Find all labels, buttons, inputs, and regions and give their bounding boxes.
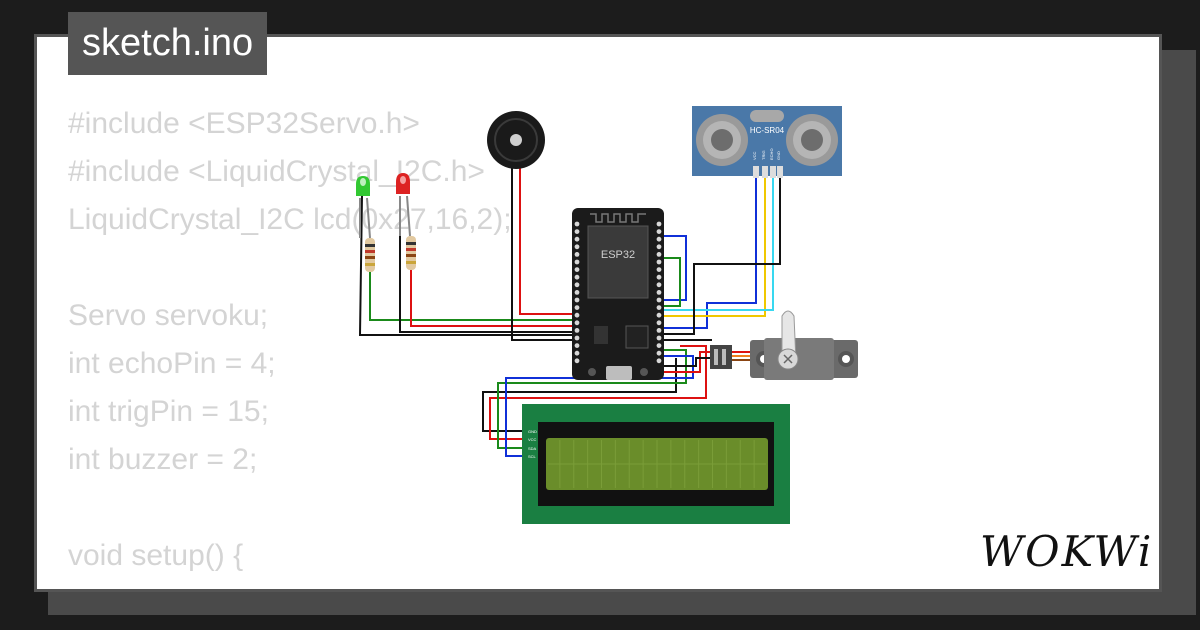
resistor-2[interactable]: [406, 236, 416, 270]
esp32-pin: [574, 350, 580, 356]
esp32-pin: [656, 259, 662, 265]
code-line: #include <ESP32Servo.h>: [68, 107, 420, 140]
lcd-display[interactable]: GND VCC SDA SCL: [522, 404, 790, 524]
esp32-pin: [574, 343, 580, 348]
esp32-board[interactable]: ESP32: [572, 208, 664, 380]
code-line: #include <LiquidCrystal_I2C.h>: [68, 155, 485, 188]
servo-wires: [662, 339, 712, 373]
sensor-pin-label: TRIG: [761, 150, 766, 160]
esp32-pin: [574, 297, 580, 303]
code-line: Servo servoku;: [68, 299, 269, 332]
code-preview: #include <ESP32Servo.h> #include <Liquid…: [68, 100, 512, 580]
esp32-pin: [656, 229, 662, 235]
esp32-pin: [656, 335, 662, 341]
esp32-pin: [656, 320, 662, 326]
esp32-pin: [656, 305, 662, 310]
esp32-pin: [574, 335, 580, 341]
esp32-pin: [574, 358, 580, 364]
esp32-pin: [656, 274, 662, 280]
hc-sr04-sensor[interactable]: HC-SR04 VCC TRIG ECHO GND: [692, 106, 842, 178]
code-line: int echoPin = 4;: [68, 347, 276, 380]
lcd-pin-label: SCL: [528, 454, 537, 459]
buzzer[interactable]: [487, 111, 545, 169]
esp32-pin: [574, 320, 580, 326]
code-line: LiquidCrystal_I2C lcd(0x27,16,2);: [68, 203, 512, 236]
esp32-pin: [574, 244, 580, 250]
brand-text: WOKWi: [980, 527, 1152, 576]
esp32-pin: [656, 267, 662, 272]
esp32-pin: [656, 236, 662, 242]
esp32-pin-headers: [574, 221, 662, 364]
esp32-pin: [656, 350, 662, 356]
esp32-pin: [656, 328, 662, 333]
resistor-1[interactable]: [365, 238, 375, 272]
esp32-pin: [574, 312, 580, 318]
esp32-pin: [574, 290, 580, 295]
file-name-tab[interactable]: sketch.ino: [68, 12, 268, 75]
sensor-pin-label: ECHO: [769, 148, 774, 160]
green-led[interactable]: [356, 176, 371, 239]
esp32-pin: [574, 229, 580, 235]
servo-motor[interactable]: [710, 310, 858, 380]
lcd-pin-label: GND: [528, 429, 537, 434]
sensor-wires: [660, 178, 781, 335]
esp32-pin: [656, 282, 662, 288]
esp32-label: ESP32: [601, 249, 635, 261]
code-line: int buzzer = 2;: [68, 443, 258, 476]
esp32-pin: [656, 343, 662, 348]
esp32-pin: [574, 274, 580, 280]
esp32-pin: [656, 221, 662, 227]
esp32-pin: [574, 305, 580, 310]
led-wires: [358, 165, 572, 341]
esp32-pin: [574, 328, 580, 333]
lcd-pin-label: SDA: [528, 446, 537, 451]
code-line: void setup() {: [68, 539, 244, 572]
esp32-pin: [574, 282, 580, 288]
wokwi-logo: WOKWi: [980, 527, 1152, 576]
sensor-pin-label: VCC: [752, 151, 757, 160]
esp32-pin: [656, 358, 662, 364]
esp32-pin: [574, 236, 580, 242]
lcd-pin-label: VCC: [528, 437, 537, 442]
esp32-pin: [656, 252, 662, 257]
esp32-pin: [656, 297, 662, 303]
esp32-pin: [656, 290, 662, 295]
esp32-pin: [574, 267, 580, 272]
red-led[interactable]: [396, 173, 411, 237]
esp32-pin: [574, 259, 580, 265]
esp32-pin: [574, 221, 580, 227]
code-line: int trigPin = 15;: [68, 395, 269, 428]
sensor-pin-label: GND: [776, 151, 781, 160]
sensor-label: HC-SR04: [750, 126, 785, 135]
esp32-pin: [656, 312, 662, 318]
esp32-pin: [656, 244, 662, 250]
esp32-pin: [574, 252, 580, 257]
